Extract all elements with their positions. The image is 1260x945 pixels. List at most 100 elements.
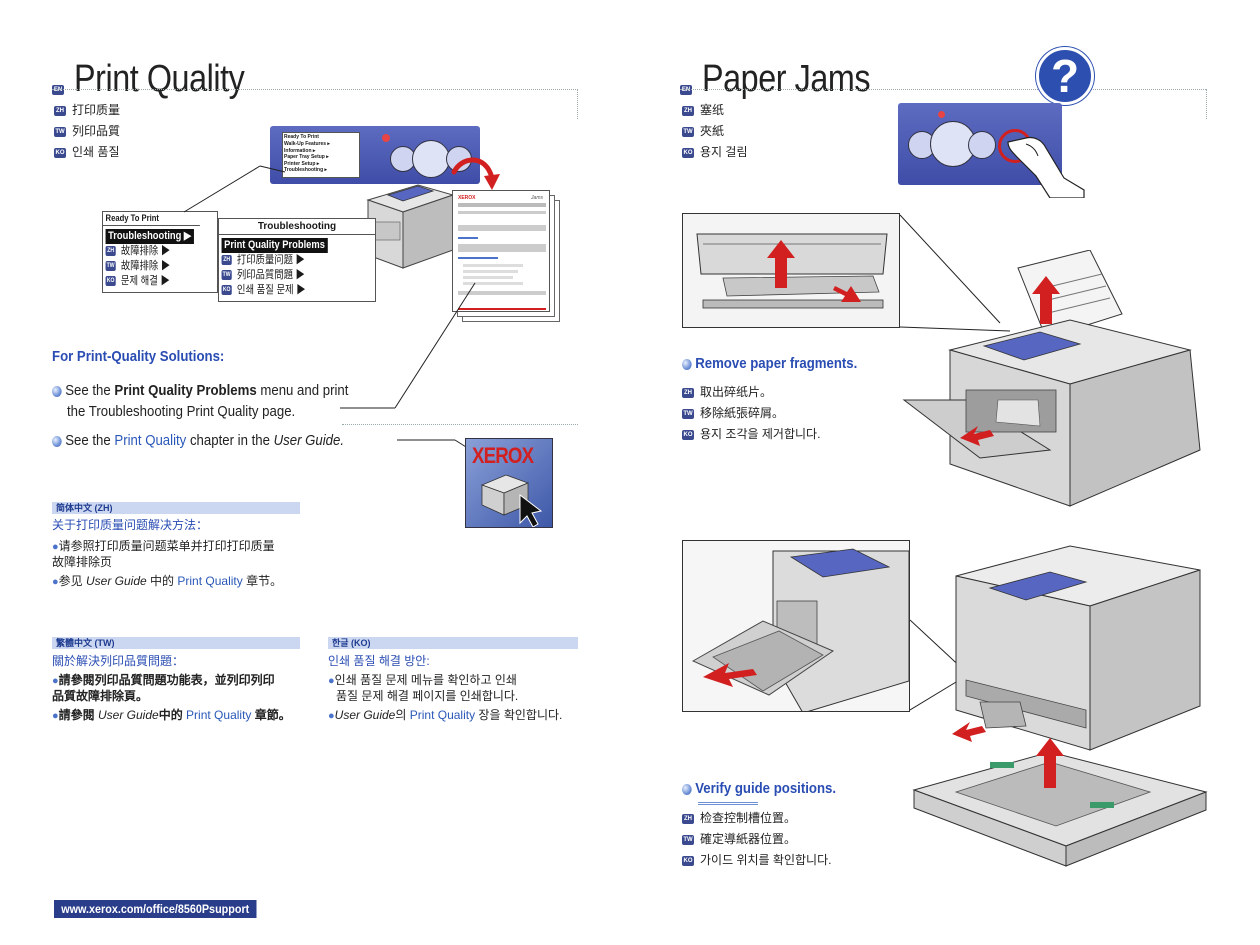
lang-bar-ko: 한글 (KO) xyxy=(328,637,578,649)
zh-heading: 关于打印质量问题解决方法： xyxy=(52,518,209,532)
control-panel-illustration: Ready To Print Walk-Up Features ▸ Inform… xyxy=(270,126,480,184)
lang-badge-tw: TW xyxy=(682,126,694,137)
lcd-row-selected: Troubleshooting ▶ xyxy=(103,229,200,244)
bullet-dot-icon: ● xyxy=(328,710,335,722)
ko-bullet-2: ●User Guide의 Print Quality 장을 확인합니다. xyxy=(328,707,562,725)
step-text: 取出碎纸片。 xyxy=(700,385,773,399)
lcd-screen-troubleshooting: Troubleshooting Print Quality Problems Z… xyxy=(218,218,376,302)
user-guide-title: User Guide xyxy=(86,574,147,588)
support-url-link[interactable]: www.xerox.com/office/8560Psupport xyxy=(54,900,257,918)
connector-lines xyxy=(183,165,476,453)
zh-text: 请参照打印质量问题菜单并打印打印质量 xyxy=(58,539,275,553)
small-lcd-line: Troubleshooting ▸ xyxy=(284,167,328,173)
bullet-text: See the xyxy=(65,382,115,399)
user-guide-title: User Guide. xyxy=(273,432,345,449)
small-lcd-line: Walk-Up Features ▸ xyxy=(284,141,330,147)
bullet-icon xyxy=(52,385,62,397)
solution-bullet-1: See the Print Quality Problems menu and … xyxy=(52,380,348,401)
jam-closeup-photo xyxy=(682,213,900,328)
print-quality-link[interactable]: Print Quality xyxy=(186,708,252,722)
step-text: 检查控制槽位置。 xyxy=(700,811,797,825)
lang-badge-ko: KO xyxy=(682,855,694,866)
lang-badge-zh: ZH xyxy=(105,246,116,257)
doc-logo: XEROX xyxy=(458,195,476,201)
ko-text: 장을 확인합니다. xyxy=(475,708,563,722)
lcd-selected-item: Print Quality Problems xyxy=(221,238,328,253)
step-heading-text: Remove paper fragments. xyxy=(695,355,858,372)
tw-heading: 關於解決列印品質問題： xyxy=(52,654,185,668)
lcd-row-selected: Print Quality Problems xyxy=(219,238,352,253)
bullet-dot-icon: ● xyxy=(52,675,59,687)
help-glyph: ? xyxy=(1050,50,1080,102)
step2-underline xyxy=(698,802,758,805)
printer-tray-illustration xyxy=(910,530,1210,880)
bullet-text: menu and print xyxy=(256,382,349,399)
lang-badge-tw: TW xyxy=(54,126,66,137)
zh-bullet-1: ●请参照打印质量问题菜单并打印打印质量 xyxy=(52,538,275,556)
lang-badge-ko: KO xyxy=(682,429,694,440)
bullet-dot-icon: ● xyxy=(52,541,59,553)
step-text: 용지 조각을 제거합니다. xyxy=(700,427,821,441)
user-guide-title: User Guide xyxy=(98,708,159,722)
menu-name: Print Quality Problems xyxy=(114,382,257,399)
step1-ko: KO 용지 조각을 제거합니다. xyxy=(682,424,820,445)
lcd-row-text: 인쇄 품질 문제 ▶ xyxy=(236,284,306,296)
printer-icon xyxy=(366,184,455,269)
printer-open-icon xyxy=(902,249,1201,507)
subtitle-text: 용지 걸림 xyxy=(700,145,748,159)
lang-badge-en: EN xyxy=(680,85,692,95)
bullet-icon xyxy=(52,435,62,447)
bullet-text: See the xyxy=(65,432,115,449)
doc-title: Jams xyxy=(531,195,543,201)
bullet-dot-icon: ● xyxy=(52,576,59,588)
title-divider-tick xyxy=(1206,89,1207,119)
printer-tray-icon xyxy=(912,545,1208,867)
title-divider-tick xyxy=(577,89,578,119)
small-lcd-line: Ready To Print xyxy=(284,134,319,140)
solution-bullet-1-line2: the Troubleshooting Print Quality page. xyxy=(67,403,296,420)
bullet-dot-icon: ● xyxy=(328,675,335,687)
lang-bar-zh: 简体中文 (ZH) xyxy=(52,502,300,514)
led-icon xyxy=(938,111,945,118)
lang-badge-ko: KO xyxy=(221,285,232,296)
print-quality-link[interactable]: Print Quality xyxy=(114,432,187,449)
print-quality-link[interactable]: Print Quality xyxy=(409,708,476,722)
tw-text: 中的 xyxy=(158,708,187,722)
lang-bar-tw: 繁體中文 (TW) xyxy=(52,637,300,649)
lcd-header: Troubleshooting xyxy=(219,219,375,235)
ko-bullet-1: ●인쇄 품질 문제 메뉴를 확인하고 인쇄 xyxy=(328,672,517,690)
section-divider xyxy=(342,424,578,425)
small-lcd-line: Paper Tray Setup ▸ xyxy=(284,154,329,160)
manual-feed-photo xyxy=(682,540,910,712)
zh-text: 中的 xyxy=(146,574,178,588)
subtitle-text: 인쇄 품질 xyxy=(72,145,120,159)
lang-badge-zh: ZH xyxy=(682,105,694,116)
subtitle-text: 夾紙 xyxy=(700,124,725,138)
step-heading-text: Verify guide positions. xyxy=(695,780,837,797)
print-quality-link[interactable]: Print Quality xyxy=(177,574,243,588)
title-divider xyxy=(52,89,578,90)
curved-arrow-icon xyxy=(451,157,500,190)
lang-badge-tw: TW xyxy=(682,408,694,419)
xerox-logo: XEROX xyxy=(472,443,534,468)
lcd-row-text: 列印品質問題 ▶ xyxy=(236,269,305,281)
printed-page: XEROX Jams xyxy=(452,190,550,312)
manual-feed-jam xyxy=(683,541,909,711)
zh-bullet-2: ●参见 User Guide 中的 Print Quality 章节。 xyxy=(52,573,282,591)
lcd-row-text: 打印质量问题 ▶ xyxy=(236,254,305,266)
lang-badge-ko: KO xyxy=(54,147,66,158)
lang-badge-zh: ZH xyxy=(682,813,694,824)
title-divider xyxy=(680,89,1206,90)
